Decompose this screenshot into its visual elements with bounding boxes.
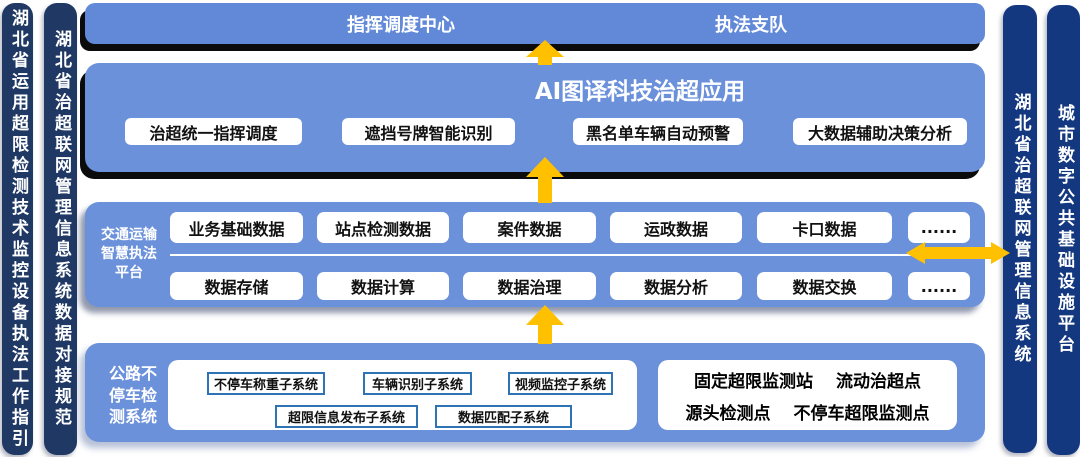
data-box-checkpoint: 卡口数据 (757, 212, 892, 243)
app-box-blacklist-vehicle-warning: 黑名单车辆自动预警 (573, 118, 743, 145)
ai-application-layer: AI图译科技治超应用 治超统一指挥调度 遮挡号牌智能识别 黑名单车辆自动预警 大… (85, 63, 985, 172)
monitoring-sites-panel: 固定超限监测站 流动治超点 源头检测点 不停车超限监测点 (658, 360, 957, 430)
subsystem-box-nonstop-weighing: 不停车称重子系统 (207, 372, 325, 395)
app-box-unified-dispatch: 治超统一指挥调度 (125, 118, 302, 145)
sites-line-2: 源头检测点 不停车超限监测点 (685, 403, 930, 424)
subsystem-box-overlimit-info-release: 超限信息发布子系统 (275, 405, 418, 428)
data-box-exchange: 数据交换 (757, 272, 892, 300)
double-arrow-platform-network-system-icon (906, 242, 1010, 264)
up-arrow-app-to-command-icon (526, 40, 564, 65)
subsystem-box-video-surveillance: 视频监控子系统 (508, 372, 613, 395)
app-box-plate-occlusion-recognition: 遮挡号牌智能识别 (342, 118, 515, 145)
command-dispatch-bar: 指挥调度中心 执法支队 (85, 3, 985, 44)
platform-layer-label: 交通运输 智慧执法 平台 (101, 227, 157, 281)
platform-divider (170, 254, 985, 256)
data-box-more-bottom: ...... (908, 272, 970, 300)
detection-layer-label: 公路不 停车检 测系统 (108, 364, 157, 427)
left-bar-data-interface-spec-label: 湖北省治超联网管理信息系统数据对接规范 (51, 29, 71, 429)
left-bar-enforcement-guideline-label: 湖北省运用超限检测技术监控设备执法工作指引 (8, 8, 28, 450)
ai-application-layer-title: AI图译科技治超应用 (534, 79, 746, 105)
data-box-station-detection: 站点检测数据 (317, 212, 449, 243)
enforcement-detachment-label: 执法支队 (715, 14, 787, 36)
data-box-governance: 数据治理 (463, 272, 596, 300)
smart-enforcement-platform-layer: 交通运输 智慧执法 平台 业务基础数据 站点检测数据 案件数据 运政数据 卡口数… (85, 202, 985, 307)
right-bar-overload-network-system: 湖北省治超联网管理信息系统 (1003, 5, 1037, 453)
subsystem-box-data-matching: 数据匹配子系统 (435, 405, 572, 428)
data-box-more-top: ...... (908, 212, 970, 243)
command-center-label: 指挥调度中心 (347, 14, 455, 36)
data-box-computing: 数据计算 (317, 272, 449, 300)
data-box-transport-admin: 运政数据 (610, 212, 742, 243)
nonstop-detection-system-layer: 公路不 停车检 测系统 不停车称重子系统 车辆识别子系统 视频监控子系统 超限信… (85, 343, 985, 442)
data-box-analysis: 数据分析 (610, 272, 742, 300)
data-box-storage: 数据存储 (170, 272, 303, 300)
subsystem-box-vehicle-recognition: 车辆识别子系统 (363, 372, 472, 395)
right-bar-city-digital-infrastructure: 城市数字公共基础设施平台 (1047, 5, 1080, 455)
left-bar-data-interface-spec: 湖北省治超联网管理信息系统数据对接规范 (44, 3, 77, 455)
data-box-business-basic: 业务基础数据 (170, 212, 303, 243)
data-box-case: 案件数据 (463, 212, 596, 243)
up-arrow-detection-to-platform-icon (526, 305, 564, 344)
subsystems-panel: 不停车称重子系统 车辆识别子系统 视频监控子系统 超限信息发布子系统 数据匹配子… (168, 360, 637, 430)
up-arrow-platform-to-app-icon (526, 157, 564, 203)
sites-line-1: 固定超限监测站 流动治超点 (694, 371, 921, 392)
app-box-bigdata-decision-analysis: 大数据辅助决策分析 (793, 118, 967, 145)
right-bar-city-digital-infrastructure-label: 城市数字公共基础设施平台 (1054, 104, 1074, 356)
left-bar-enforcement-guideline: 湖北省运用超限检测技术监控设备执法工作指引 (2, 3, 33, 455)
right-bar-overload-network-system-label: 湖北省治超联网管理信息系统 (1010, 92, 1031, 366)
